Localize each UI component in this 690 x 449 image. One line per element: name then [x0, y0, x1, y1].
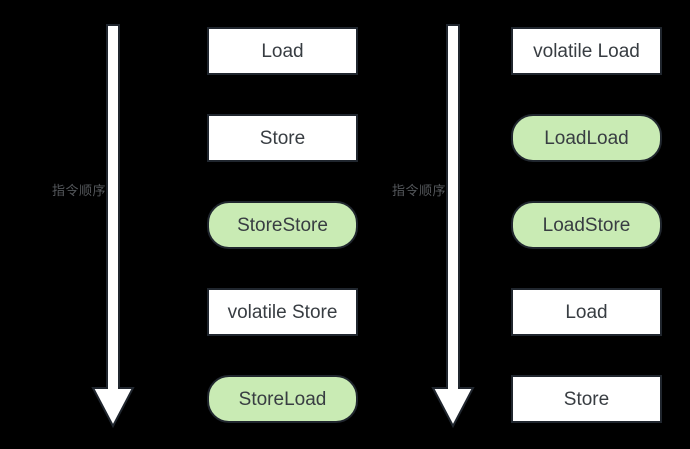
- node-store-1: Store: [207, 114, 358, 162]
- node-storestore-barrier: StoreStore: [207, 201, 358, 249]
- instruction-order-label-left: 指令顺序: [51, 183, 106, 198]
- node-loadstore-barrier: LoadStore: [511, 201, 662, 249]
- instruction-order-arrow-left-down-arrow-icon: [91, 24, 135, 428]
- node-store-2: Store: [511, 375, 662, 423]
- node-loadload-barrier: LoadLoad: [511, 114, 662, 162]
- node-storeload-barrier: StoreLoad: [207, 375, 358, 423]
- column-left: Load Store StoreStore volatile Store Sto…: [207, 27, 358, 423]
- instruction-order-label-right: 指令顺序: [391, 183, 446, 198]
- instruction-order-arrow-right-down-arrow-icon: [431, 24, 475, 428]
- column-right: volatile Load LoadLoad LoadStore Load St…: [511, 27, 662, 423]
- node-load-1: Load: [207, 27, 358, 75]
- node-load-2: Load: [511, 288, 662, 336]
- node-volatile-store: volatile Store: [207, 288, 358, 336]
- node-volatile-load: volatile Load: [511, 27, 662, 75]
